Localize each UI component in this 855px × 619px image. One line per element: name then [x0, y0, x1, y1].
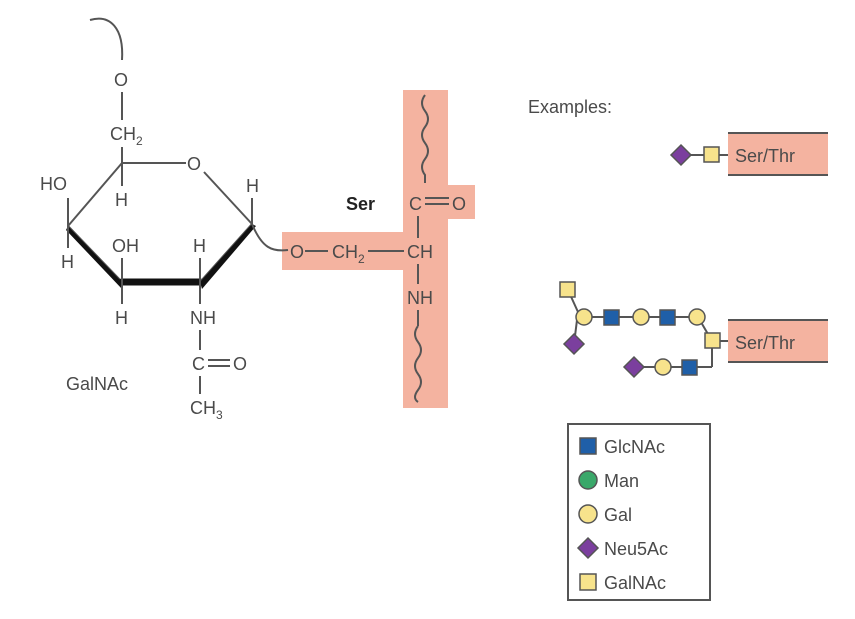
neu5ac-symbol [622, 355, 646, 379]
ser-thr-label-1: Ser/Thr [735, 146, 795, 166]
atom-ch2-top: CH [110, 124, 136, 144]
ser-thr-label-2: Ser/Thr [735, 333, 795, 353]
galnac-symbol [704, 332, 721, 349]
legend-label-galnac: GalNAc [604, 573, 666, 593]
legend-symbol-galnac [579, 573, 597, 591]
gal-symbol [688, 308, 706, 326]
glcnac-symbol [681, 359, 698, 376]
legend-symbol-glcnac [579, 437, 597, 455]
atom-ch3: CH [190, 398, 216, 418]
atom-oh: OH [112, 236, 139, 256]
atom-h-c4-down: H [61, 252, 74, 272]
gal-symbol [632, 308, 650, 326]
alpha-carbon: CH [407, 242, 433, 262]
example-glycan-1: Ser/Thr [669, 132, 828, 176]
atom-h-c3: H [115, 308, 128, 328]
ser-thr-box-1 [728, 133, 828, 175]
example-glycan-2: Ser/Thr [559, 281, 828, 379]
legend-symbol-neu5ac [576, 536, 600, 560]
atom-h-c1: H [246, 176, 259, 196]
atom-nh: NH [190, 308, 216, 328]
atom-o-top: O [114, 70, 128, 90]
legend-label-man: Man [604, 471, 639, 491]
atom-ring-o: O [187, 154, 201, 174]
legend-symbol-man [578, 470, 598, 490]
ring-wedge-left [66, 226, 122, 289]
legend-label-gal: Gal [604, 505, 632, 525]
ser-thr-box-2 [728, 320, 828, 362]
link-ch2-sub: 2 [358, 252, 365, 266]
backbone-nh: NH [407, 288, 433, 308]
glcnac-symbol [603, 309, 620, 326]
backbone-c: C [409, 194, 422, 214]
atom-ch3-sub: 3 [216, 408, 223, 422]
galnac-structure: O CH 2 O HO H H H OH H H [40, 17, 289, 422]
atom-c-carbonyl: C [192, 354, 205, 374]
atom-h-c5: H [115, 190, 128, 210]
link-o: O [290, 242, 304, 262]
atom-ch2-top-sub: 2 [136, 134, 143, 148]
neu5ac-symbol [562, 332, 586, 356]
atom-ho: HO [40, 174, 67, 194]
neu5ac-symbol [669, 143, 693, 167]
glcnac-symbol [659, 309, 676, 326]
ring-wedge-right [200, 224, 256, 289]
galnac-symbol [559, 281, 576, 298]
gal-symbol [654, 358, 672, 376]
legend-symbol-gal [578, 504, 598, 524]
atom-h-c2: H [193, 236, 206, 256]
sugar-name-label: GalNAc [66, 374, 128, 394]
legend-label-glcnac: GlcNAc [604, 437, 665, 457]
carbonyl-highlight [403, 185, 475, 219]
atom-o-carbonyl: O [233, 354, 247, 374]
legend-label-neu5ac: Neu5Ac [604, 539, 668, 559]
galnac-symbol [703, 146, 720, 163]
ser-label: Ser [346, 194, 375, 214]
backbone-o: O [452, 194, 466, 214]
serine-structure: Ser C O O CH 2 CH NH [290, 94, 466, 403]
examples-label: Examples: [528, 97, 612, 117]
gal-symbol [575, 308, 593, 326]
link-ch2: CH [332, 242, 358, 262]
